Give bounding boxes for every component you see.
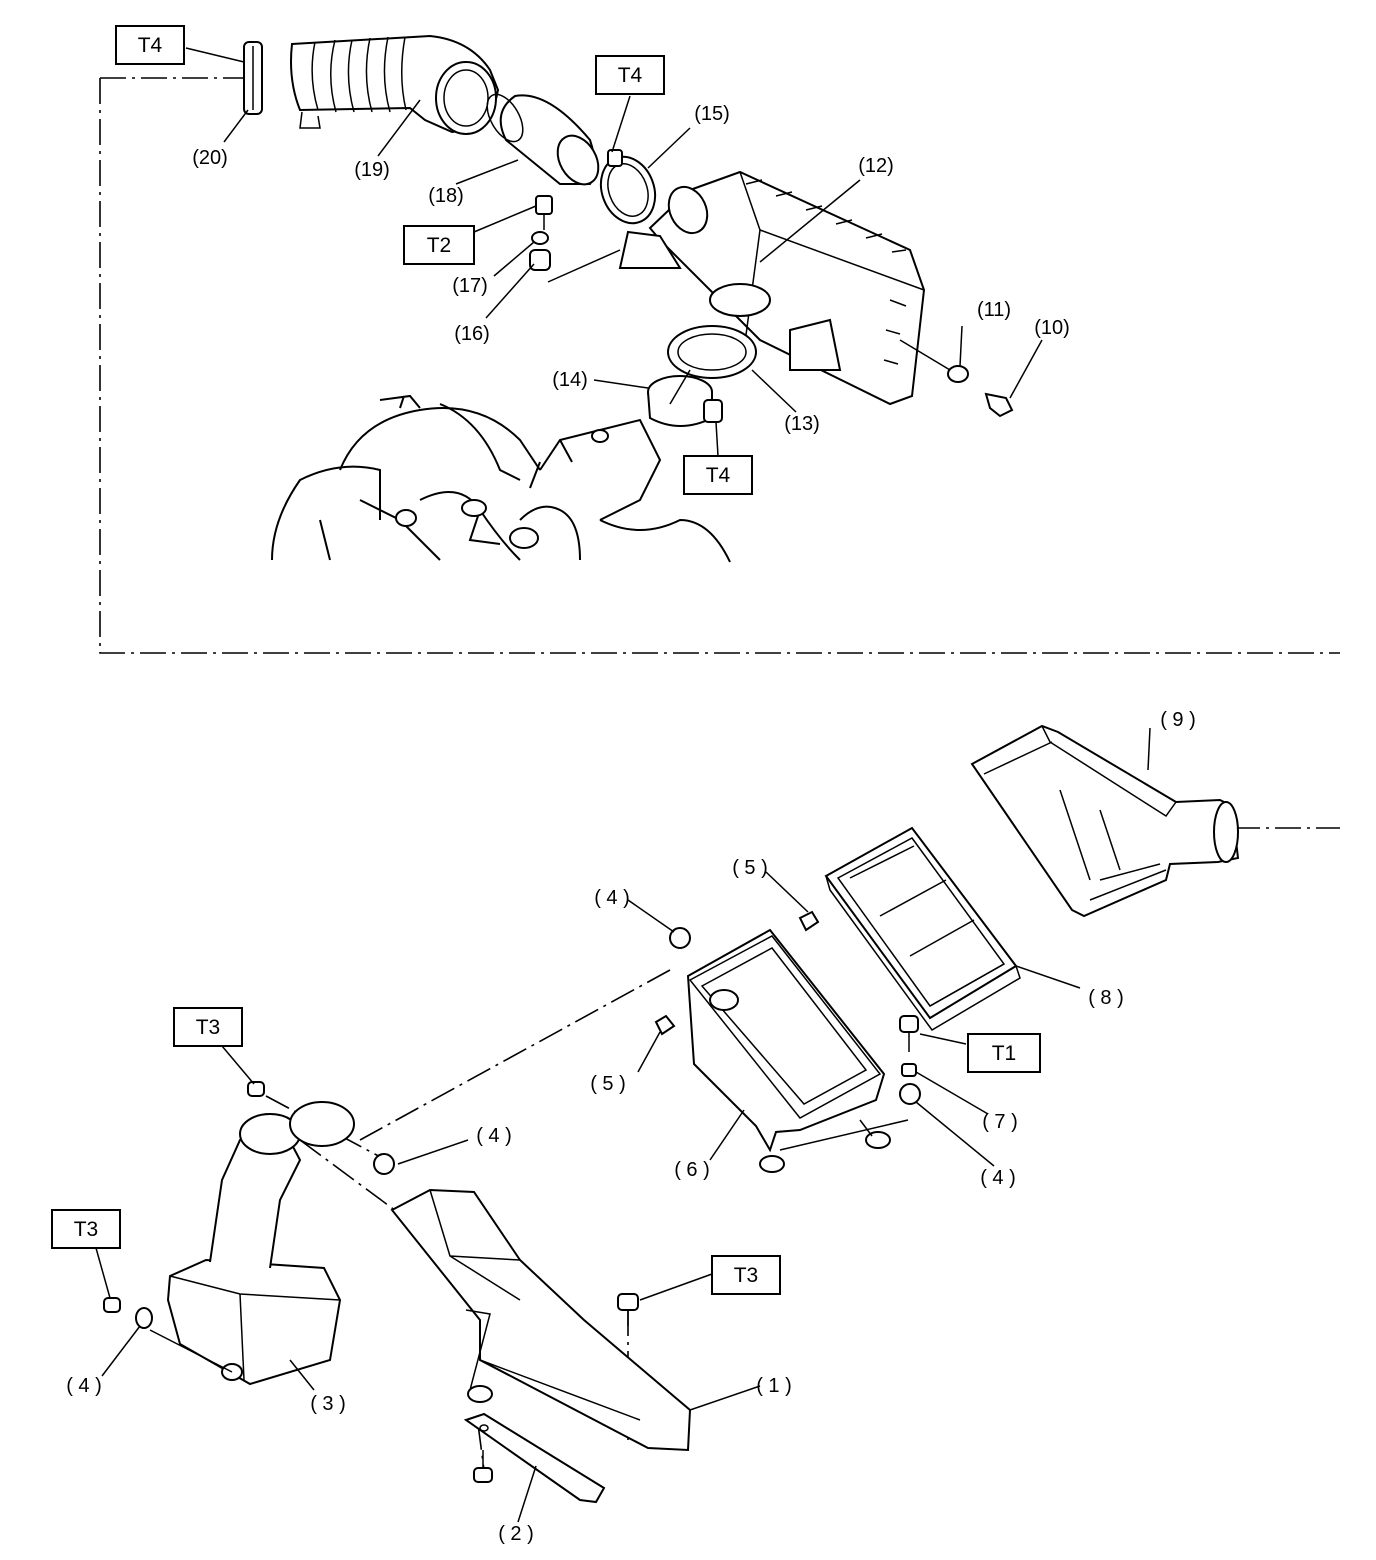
callout-5-upper: ( 5 ) (732, 857, 768, 879)
callout-10: (10) (1034, 317, 1070, 339)
part-16-17-bolt-assembly (529, 195, 553, 271)
upper-leader-lines (185, 47, 1043, 457)
callout-2: ( 2 ) (498, 1523, 534, 1545)
svg-text:T3: T3 (196, 1016, 221, 1039)
part-14-coupling (647, 375, 723, 427)
callout-9: ( 9 ) (1160, 709, 1196, 731)
connect-line-6-3 (359, 969, 671, 1141)
torque-tag-t4-top-left: T4 (115, 25, 185, 65)
torque-tag-t2: T2 (403, 225, 475, 265)
part-1-lower-duct (390, 1188, 692, 1452)
callout-18: (18) (428, 185, 464, 207)
torque-tag-t3-right: T3 (711, 1255, 781, 1295)
callout-1: ( 1 ) (756, 1375, 792, 1397)
callout-labels: (20) (19) (18) (15) (12) (17) (16) (14) … (66, 103, 1196, 1545)
part-15-clamp-band (599, 149, 657, 225)
callout-4-right: ( 4 ) (980, 1167, 1016, 1189)
svg-text:T4: T4 (618, 64, 643, 87)
part-6-lower-case (686, 928, 891, 1173)
torque-tag-t1: T1 (967, 1033, 1041, 1073)
svg-text:T2: T2 (427, 234, 452, 257)
engine-intake-manifold (271, 394, 731, 563)
svg-text:T4: T4 (706, 464, 731, 487)
callout-20: (20) (192, 147, 228, 169)
part-4-grommets (135, 927, 921, 1329)
callout-12: (12) (858, 155, 894, 177)
part-9-air-cleaner-cover (970, 724, 1240, 918)
part-13-gasket (667, 283, 771, 379)
callout-8: ( 8 ) (1088, 987, 1124, 1009)
callout-11: (11) (977, 299, 1011, 321)
part-18-tube (486, 93, 600, 186)
torque-tag-t3-upper: T3 (173, 1007, 243, 1047)
part-20-clamp (243, 41, 263, 115)
callout-16: (16) (454, 323, 490, 345)
part-7-collar-bolt (899, 1015, 919, 1077)
part-19-intake-duct (290, 34, 500, 135)
callout-13: (13) (784, 413, 820, 435)
torque-tag-t4-top-mid: T4 (595, 55, 665, 95)
part-8-filter-element (824, 826, 1021, 1031)
part-2-bracket (463, 1412, 606, 1504)
svg-text:T3: T3 (74, 1218, 99, 1241)
part-11-10-grommet-clip (899, 339, 1014, 418)
callout-6: ( 6 ) (674, 1159, 710, 1181)
fasteners-lower (103, 1081, 639, 1483)
callout-15: (15) (694, 103, 730, 125)
part-3-resonator (166, 1101, 355, 1386)
connect-line-duct (299, 1139, 401, 1215)
svg-text:T1: T1 (992, 1042, 1017, 1065)
callout-7: ( 7 ) (982, 1111, 1018, 1133)
torque-tag-t4-throttle: T4 (683, 455, 753, 495)
torque-tag-t3-left: T3 (51, 1209, 121, 1249)
part-5-clips (654, 910, 820, 1036)
callout-19: (19) (354, 159, 390, 181)
section-divider-line (99, 77, 1340, 654)
svg-text:T3: T3 (734, 1264, 759, 1287)
lower-leader-lines (95, 727, 1151, 1523)
callout-14: (14) (552, 369, 588, 391)
connect-line-bolt (265, 1095, 387, 1161)
callout-5-lower: ( 5 ) (590, 1073, 626, 1095)
part-12-air-box-upper (618, 170, 926, 406)
callout-4-top: ( 4 ) (594, 887, 630, 909)
callout-17: (17) (452, 275, 488, 297)
connect-line-bolt-2 (477, 1423, 485, 1471)
callout-4-left: ( 4 ) (66, 1375, 102, 1397)
callout-3: ( 3 ) (310, 1393, 346, 1415)
callout-4-middle: ( 4 ) (476, 1125, 512, 1147)
svg-text:T4: T4 (138, 34, 163, 57)
